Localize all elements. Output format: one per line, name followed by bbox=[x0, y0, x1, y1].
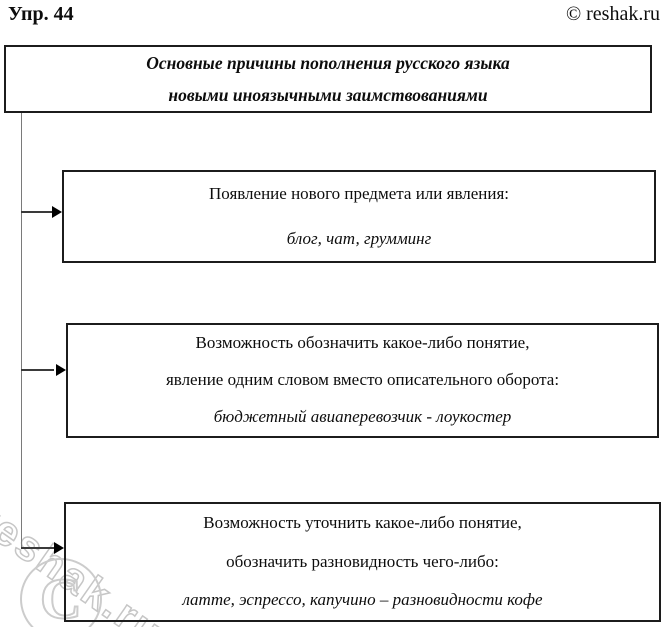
diagram-title-box: Основные причины пополнения русского язы… bbox=[4, 45, 652, 113]
title-line-2: новыми иноязычными заимствованиями bbox=[168, 84, 488, 105]
reason-box-3: Возможность уточнить какое-либо понятие,… bbox=[64, 502, 661, 622]
reason-2-example: бюджетный авиаперевозчик - лоукостер bbox=[213, 407, 512, 427]
exercise-number-label: Упр. 44 bbox=[8, 3, 74, 25]
reason-3-example: латте, эспрессо, капучино – разновидност… bbox=[182, 590, 543, 610]
copyright-label: © reshak.ru bbox=[565, 3, 660, 25]
title-line-1: Основные причины пополнения русского язы… bbox=[146, 52, 510, 73]
connector-line-3 bbox=[21, 547, 54, 549]
reason-1-text: Появление нового предмета или явления: bbox=[208, 184, 510, 204]
reason-1-example: блог, чат, грумминг bbox=[286, 228, 432, 248]
arrow-icon-3 bbox=[54, 542, 64, 554]
reason-3-text-line-1: Возможность уточнить какое-либо понятие, bbox=[203, 513, 522, 533]
reason-box-2: Возможность обозначить какое-либо поняти… bbox=[66, 323, 659, 438]
arrow-icon-2 bbox=[56, 364, 66, 376]
connector-line-2 bbox=[21, 369, 54, 371]
arrow-icon-1 bbox=[52, 206, 62, 218]
reason-3-text-line-2: обозначить разновидность чего-либо: bbox=[226, 551, 499, 571]
connector-line-1 bbox=[21, 211, 54, 213]
reason-2-text-line-2: явление одним словом вместо описательног… bbox=[165, 370, 560, 390]
reason-2-text-line-1: Возможность обозначить какое-либо поняти… bbox=[195, 333, 530, 353]
connector-vertical-line bbox=[21, 113, 22, 548]
reason-box-1: Появление нового предмета или явления: б… bbox=[62, 170, 656, 263]
